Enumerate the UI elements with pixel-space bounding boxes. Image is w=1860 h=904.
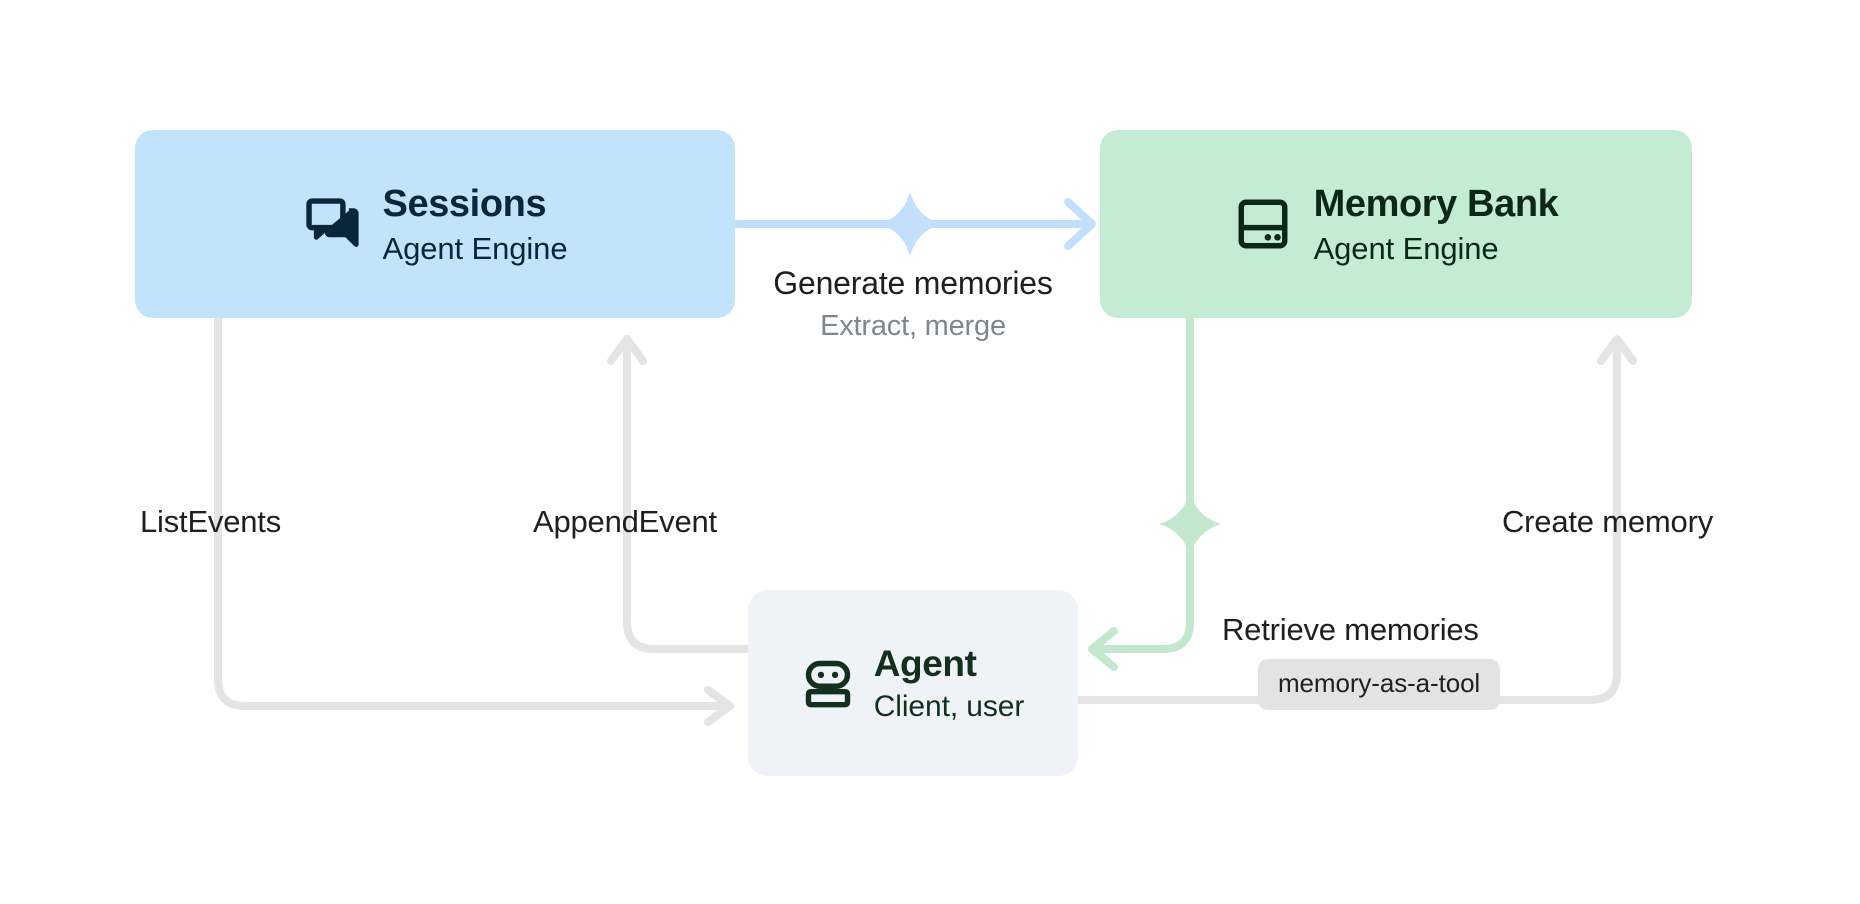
edge-retrieve-memories bbox=[1088, 314, 1221, 671]
node-memory-bank[interactable]: Memory Bank Agent Engine bbox=[1100, 130, 1692, 318]
robot-icon bbox=[805, 660, 850, 708]
node-sessions-title: Sessions bbox=[382, 182, 547, 225]
node-agent-title: Agent bbox=[873, 642, 977, 684]
node-sessions[interactable]: Sessions Agent Engine bbox=[135, 130, 735, 318]
edge-list-events bbox=[214, 314, 734, 726]
edge-create-memory bbox=[1074, 335, 1637, 704]
sparkle-icon-green bbox=[1159, 492, 1221, 556]
node-memory-bank-title: Memory Bank bbox=[1313, 182, 1559, 225]
node-sessions-subtitle: Agent Engine bbox=[382, 230, 568, 266]
edge-generate-memories bbox=[733, 192, 1096, 256]
edge-append-event bbox=[607, 335, 752, 653]
edge-label-generate-memories-sub: Extract, merge bbox=[820, 309, 1006, 342]
edge-label-list-events: ListEvents bbox=[140, 504, 282, 539]
sparkle-icon-blue bbox=[879, 192, 941, 256]
edge-label-generate-memories: Generate memories Extract, merge bbox=[768, 265, 1058, 343]
edge-label-generate-memories-main: Generate memories bbox=[773, 265, 1053, 301]
chat-bubbles-icon bbox=[305, 198, 359, 247]
node-memory-bank-subtitle: Agent Engine bbox=[1313, 230, 1499, 266]
edge-label-retrieve-memories: Retrieve memories bbox=[1222, 612, 1479, 647]
edge-label-create-memory: Create memory bbox=[1502, 504, 1714, 539]
node-agent[interactable]: Agent Client, user bbox=[748, 590, 1078, 776]
edge-label-append-event: AppendEvent bbox=[533, 504, 717, 539]
chip-memory-as-a-tool: memory-as-a-tool bbox=[1258, 659, 1501, 710]
storage-database-icon bbox=[1238, 199, 1288, 249]
node-agent-subtitle: Client, user bbox=[873, 689, 1025, 723]
